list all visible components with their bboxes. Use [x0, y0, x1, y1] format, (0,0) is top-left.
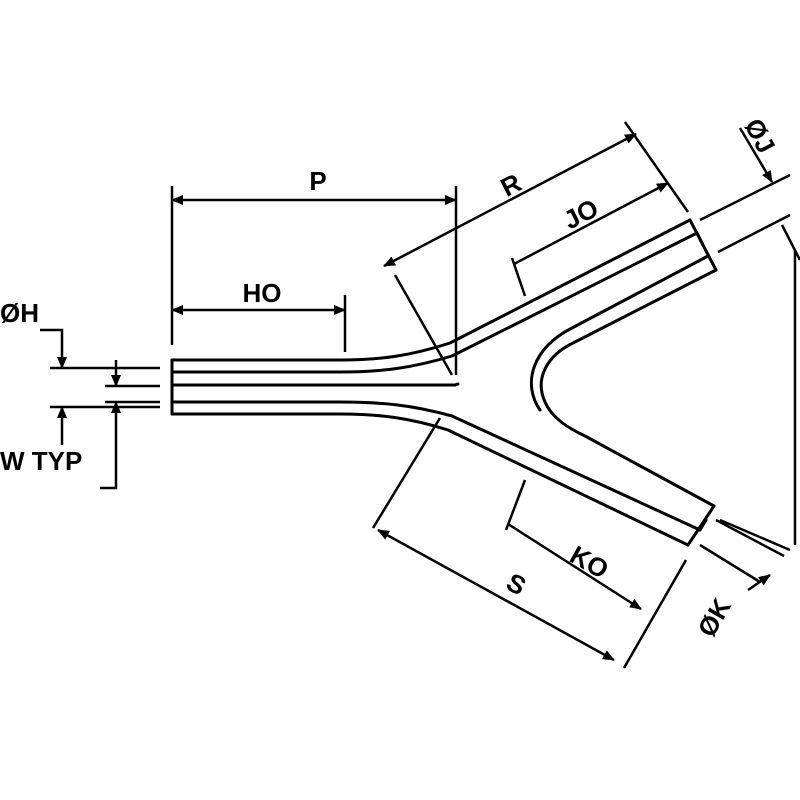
label-ko: KO	[565, 540, 614, 585]
label-k: ØK	[691, 593, 737, 642]
trunk-outer-bottom	[170, 412, 690, 547]
trunk-inner-bottom	[170, 400, 702, 532]
y-splitter-part	[170, 218, 718, 547]
upper-branch-lower-inner-wall	[530, 254, 710, 412]
dimension-s: S	[371, 417, 688, 669]
dimension-r: R	[383, 121, 690, 376]
dimension-p: P	[170, 166, 458, 375]
dimension-h: ØH	[0, 298, 160, 445]
lower-branch-inner-wall	[698, 518, 708, 532]
dimension-w: W TYP	[0, 360, 160, 490]
dimension-branch-spread	[719, 224, 800, 552]
dimension-j: ØJ	[699, 113, 791, 254]
upper-branch-lower-wall	[539, 268, 718, 508]
label-s: S	[502, 567, 532, 602]
label-jo: JO	[559, 193, 604, 235]
dimension-ho: HO	[171, 278, 347, 352]
label-p: P	[309, 166, 326, 196]
dimension-jo: JO	[510, 181, 669, 297]
label-w-typ: W TYP	[0, 446, 82, 476]
label-h: ØH	[0, 298, 39, 328]
label-ho: HO	[243, 278, 282, 308]
split-point	[453, 382, 460, 387]
dimension-k: ØK	[691, 518, 785, 642]
dimension-ko: KO	[504, 479, 642, 611]
trunk-inner-top	[170, 231, 699, 374]
label-j: ØJ	[739, 113, 782, 158]
label-r: R	[496, 167, 527, 202]
trunk-outer-top	[170, 218, 692, 362]
upper-branch-inner-wall	[695, 231, 705, 247]
